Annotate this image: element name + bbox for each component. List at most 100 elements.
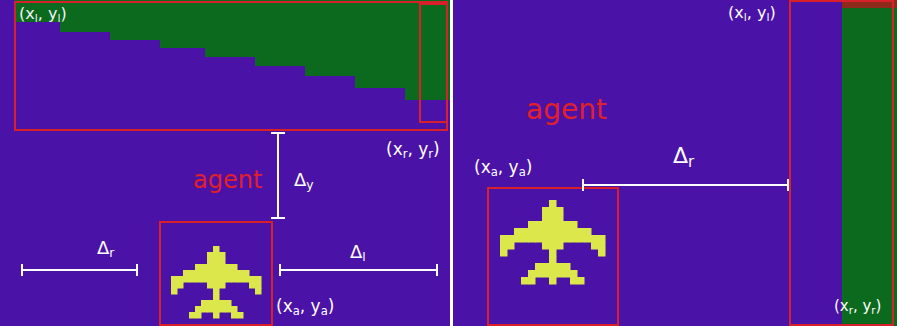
plane-pixel: [556, 207, 564, 215]
plane-pixel: [225, 264, 232, 271]
plane-pixel: [549, 214, 557, 222]
plane-pixel: [521, 235, 529, 243]
agent-box: [160, 222, 272, 325]
plane-pixel: [542, 263, 550, 271]
plane-pixel: [231, 264, 238, 271]
plane-pixel: [542, 242, 550, 250]
plane-pixel: [207, 276, 214, 283]
plane-pixel: [542, 214, 550, 222]
plane-pixel: [521, 228, 529, 236]
plane-pixel: [231, 270, 238, 277]
plane-pixel: [201, 300, 208, 307]
plane-pixel: [500, 242, 508, 250]
corner-label: (xl, yl): [19, 5, 67, 23]
plane-pixel: [219, 252, 226, 259]
agent-plane: [171, 246, 262, 319]
plane-pixel: [183, 270, 190, 277]
plane-pixel: [231, 276, 238, 283]
plane-pixel: [570, 270, 578, 278]
plane-pixel: [171, 288, 178, 295]
plane-pixel: [556, 270, 564, 278]
plane-pixel: [195, 276, 202, 283]
plane-pixel: [570, 228, 578, 236]
plane-pixel: [500, 235, 508, 243]
plane-pixel: [213, 288, 220, 295]
plane-pixel: [243, 276, 250, 283]
plane-pixel: [213, 300, 220, 307]
plane-pixel: [570, 221, 578, 229]
plane-pixel: [563, 235, 571, 243]
plane-pixel: [577, 277, 585, 285]
plane-pixel: [577, 235, 585, 243]
plane-pixel: [584, 228, 592, 236]
plane-pixel: [171, 276, 178, 283]
bank-box: [790, 1, 893, 325]
plane-pixel: [535, 228, 543, 236]
plane-pixel: [563, 270, 571, 278]
plane-pixel: [549, 221, 557, 229]
plane-pixel: [542, 228, 550, 236]
agent-label: agent: [193, 167, 262, 195]
plane-pixel: [549, 228, 557, 236]
distance-bar: [583, 179, 788, 191]
plane-pixel: [195, 312, 202, 319]
corner-label: (xr, yr): [386, 140, 440, 160]
plane-pixel: [201, 270, 208, 277]
plane-pixel: [213, 270, 220, 277]
plane-pixel: [577, 228, 585, 236]
distance-bar: [22, 264, 137, 276]
plane-pixel: [225, 306, 232, 313]
plane-pixel: [207, 264, 214, 271]
plane-pixel: [201, 306, 208, 313]
plane-pixel: [535, 221, 543, 229]
plane-pixel: [556, 263, 564, 271]
plane-pixel: [542, 270, 550, 278]
plane-pixel: [195, 306, 202, 313]
plane-pixel: [542, 235, 550, 243]
plane-pixel: [507, 242, 515, 250]
plane-pixel: [237, 312, 244, 319]
left-panel: [0, 0, 450, 326]
plane-pixel: [598, 242, 606, 250]
plane-pixel: [213, 294, 220, 301]
plane-pixel: [542, 221, 550, 229]
plane-pixel: [213, 246, 220, 253]
plane-pixel: [521, 277, 529, 285]
plane-pixel: [556, 228, 564, 236]
plane-pixel: [556, 214, 564, 222]
plane-pixel: [219, 258, 226, 265]
plane-pixel: [225, 270, 232, 277]
agent-plane: [500, 200, 606, 285]
plane-pixel: [231, 312, 238, 319]
plane-pixel: [183, 276, 190, 283]
agent-box: [488, 188, 618, 325]
plane-pixel: [219, 264, 226, 271]
river-bank: [842, 8, 897, 326]
plane-pixel: [556, 235, 564, 243]
plane-pixel: [549, 263, 557, 271]
plane-pixel: [563, 263, 571, 271]
plane-pixel: [207, 252, 214, 259]
plane-pixel: [177, 282, 184, 289]
plane-pixel: [556, 221, 564, 229]
plane-pixel: [219, 282, 226, 289]
right-panel: [453, 0, 897, 326]
plane-pixel: [528, 235, 536, 243]
plane-pixel: [549, 270, 557, 278]
plane-pixel: [549, 256, 557, 264]
plane-pixel: [570, 277, 578, 285]
plane-pixel: [201, 276, 208, 283]
plane-pixel: [207, 300, 214, 307]
plane-pixel: [591, 242, 599, 250]
plane-pixel: [255, 276, 262, 283]
plane-pixel: [249, 282, 256, 289]
plane-pixel: [556, 242, 564, 250]
plane-pixel: [249, 276, 256, 283]
plane-pixel: [549, 249, 557, 257]
plane-pixel: [213, 276, 220, 283]
plane-pixel: [535, 270, 543, 278]
plane-pixel: [528, 277, 536, 285]
plane-pixel: [213, 264, 220, 271]
agent-label: agent: [526, 94, 607, 126]
